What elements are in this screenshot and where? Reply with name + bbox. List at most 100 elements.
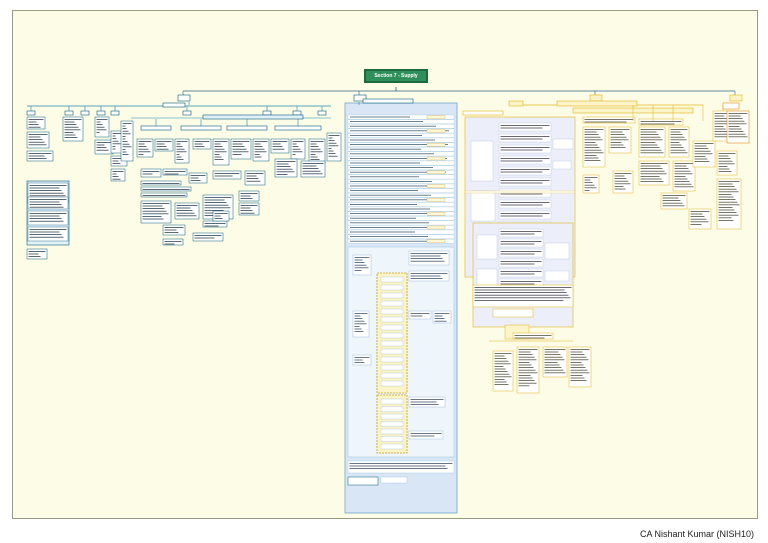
node-text-line: [500, 158, 550, 159]
root-node-title[interactable]: Section 7 - Supply: [364, 69, 428, 83]
node-text-line: [142, 208, 165, 209]
map-node-36: [252, 138, 270, 162]
node-text-line: [302, 168, 319, 169]
node-text-line: [718, 196, 734, 198]
node-text-line: [640, 123, 675, 125]
node-text-line: [500, 180, 550, 181]
map-node-184: [512, 332, 554, 340]
node-text-line: [584, 131, 597, 133]
node-text-line: [694, 156, 706, 157]
node-text-line: [96, 144, 105, 146]
node-text-line: [204, 223, 226, 224]
node-text-line: [670, 129, 688, 130]
node-text-line: [610, 136, 627, 138]
node-text-line: [584, 129, 604, 130]
node-text-line: [214, 156, 222, 158]
node-text-line: [674, 183, 692, 185]
node-text-line: [64, 129, 81, 131]
node-text-line: [29, 229, 67, 230]
map-node-86: [426, 170, 446, 174]
map-node-112: [380, 292, 404, 299]
node-text-line: [122, 149, 126, 150]
node-text-line: [728, 136, 748, 138]
node-text-line: [112, 140, 119, 142]
node-text-line: [354, 315, 361, 317]
node-text-line: [29, 199, 67, 200]
node-text-line: [694, 145, 707, 147]
node-text-line: [674, 168, 689, 169]
map-node-13: [292, 110, 302, 116]
node-text-line: [354, 320, 365, 322]
node-text-line: [518, 385, 530, 387]
node-text-line: [204, 199, 225, 201]
node-text-line: [500, 253, 535, 255]
node-text-line: [570, 359, 589, 361]
node-text-line: [500, 215, 543, 217]
node-text-line: [584, 147, 600, 148]
node-text-line: [176, 156, 182, 158]
node-text-line: [570, 349, 590, 350]
node-text-line: [410, 433, 442, 434]
node-text-line: [328, 142, 337, 144]
node-text-line: [690, 211, 710, 212]
node-text-line: [494, 379, 505, 380]
mind-map-canvas[interactable]: Section 7 - Supply: [12, 10, 758, 519]
node-text-line: [302, 170, 321, 172]
node-text-line: [204, 207, 231, 209]
node-text-line: [474, 297, 571, 299]
node-text-line: [350, 181, 432, 182]
map-node-163: [552, 160, 572, 170]
node-text-line: [112, 171, 124, 172]
node-text-line: [714, 128, 726, 130]
node-text-line: [584, 121, 627, 123]
node-text-line: [694, 158, 708, 160]
map-node-124: [380, 398, 404, 405]
node-text-line: [142, 213, 169, 215]
map-node-15: [26, 116, 46, 130]
node-text-line: [354, 326, 360, 327]
node-text-line: [142, 218, 164, 220]
node-text-line: [112, 148, 116, 150]
node-text-line: [718, 166, 728, 167]
node-text-line: [500, 204, 543, 206]
node-text-line: [156, 148, 169, 150]
node-text-line: [214, 173, 240, 174]
node-text-line: [614, 175, 625, 177]
node-text-line: [142, 203, 170, 204]
node-text-line: [410, 435, 435, 437]
node-text-line: [728, 115, 741, 117]
node-text-line: [494, 371, 508, 372]
map-node-6: [26, 110, 36, 116]
node-text-line: [276, 168, 293, 170]
node-text-line: [28, 141, 45, 143]
node-text-line: [29, 236, 64, 238]
node-text-line: [354, 362, 365, 363]
node-text-line: [584, 155, 597, 156]
author-credit: CA Nishant Kumar (NISH10): [639, 529, 754, 539]
node-text-line: [29, 195, 66, 197]
node-text-line: [28, 155, 45, 157]
node-text-line: [640, 178, 662, 180]
node-text-line: [494, 355, 505, 357]
node-text-line: [570, 377, 585, 379]
node-text-line: [156, 146, 167, 147]
node-text-line: [494, 360, 509, 362]
node-text-line: [112, 173, 117, 175]
node-text-line: [232, 143, 243, 145]
node-text-line: [64, 132, 74, 133]
node-text-line: [232, 148, 247, 150]
map-node-44: [212, 170, 242, 180]
node-text-line: [292, 146, 299, 147]
map-node-29: [274, 125, 322, 131]
map-node-27: [180, 125, 222, 131]
node-text-line: [670, 131, 681, 133]
node-text-line: [112, 176, 119, 177]
node-text-line: [500, 138, 543, 140]
node-text-line: [112, 163, 121, 164]
node-text-line: [718, 168, 730, 170]
mind-map-diagram: [26, 87, 750, 514]
map-node-168: [498, 248, 544, 258]
node-text-line: [670, 134, 683, 135]
map-node-28: [226, 125, 268, 131]
node-text-line: [164, 243, 175, 245]
